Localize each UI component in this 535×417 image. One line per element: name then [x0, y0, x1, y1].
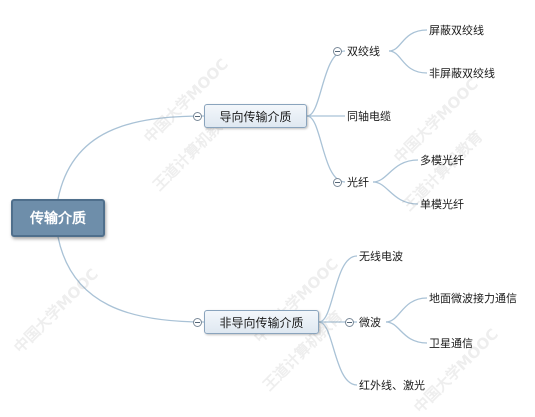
link-twisted-shielded [388, 29, 428, 52]
node-satellite-communication[interactable]: 卫星通信 [429, 336, 473, 350]
node-twisted-pair[interactable]: 双绞线 [347, 44, 380, 58]
unshielded-label: 非屏蔽双绞线 [429, 67, 495, 80]
link-microwave-terrestrial [385, 297, 428, 323]
node-terrestrial-microwave[interactable]: 地面微波接力通信 [429, 291, 517, 305]
twisted-pair-label: 双绞线 [347, 45, 380, 58]
link-guided-fiber [306, 115, 346, 183]
link-unguided-radio [318, 255, 358, 323]
link-root-guided [57, 115, 205, 200]
link-unguided-infrared [318, 321, 358, 386]
fiber-label: 光纤 [347, 176, 369, 189]
singlemode-label: 单模光纤 [420, 198, 464, 211]
radio-label: 无线电波 [359, 250, 403, 263]
node-singlemode-fiber[interactable]: 单模光纤 [420, 197, 464, 211]
root-node[interactable]: 传输介质 [11, 199, 105, 237]
node-shielded-twisted-pair[interactable]: 屏蔽双绞线 [429, 23, 484, 37]
collapse-icon-fiber[interactable] [333, 178, 342, 187]
node-unguided-media[interactable]: 非导向传输介质 [204, 310, 319, 334]
root-label: 传输介质 [30, 211, 86, 227]
satellite-label: 卫星通信 [429, 337, 473, 350]
collapse-icon-guided[interactable] [193, 112, 202, 121]
shielded-label: 屏蔽双绞线 [429, 24, 484, 37]
multimode-label: 多模光纤 [420, 154, 464, 167]
link-twisted-unshielded [388, 50, 428, 74]
link-fiber-single [372, 181, 419, 205]
link-fiber-multi [372, 159, 419, 183]
node-radio-wave[interactable]: 无线电波 [359, 249, 403, 263]
infrared-label: 红外线、激光 [359, 379, 425, 392]
collapse-icon-unguided[interactable] [193, 318, 202, 327]
node-infrared-laser[interactable]: 红外线、激光 [359, 378, 425, 392]
node-guided-media[interactable]: 导向传输介质 [204, 104, 307, 128]
unguided-label: 非导向传输介质 [219, 315, 304, 330]
terrestrial-microwave-label: 地面微波接力通信 [429, 292, 517, 305]
link-microwave-satellite [385, 321, 428, 344]
guided-label: 导向传输介质 [219, 109, 292, 124]
collapse-icon-twisted-pair[interactable] [333, 47, 342, 56]
node-microwave[interactable]: 微波 [359, 315, 381, 329]
link-root-unguided [57, 236, 205, 323]
coax-label: 同轴电缆 [347, 110, 391, 123]
node-multimode-fiber[interactable]: 多模光纤 [420, 153, 464, 167]
microwave-label: 微波 [359, 316, 381, 329]
collapse-icon-microwave[interactable] [345, 318, 354, 327]
node-optical-fiber[interactable]: 光纤 [347, 175, 369, 189]
link-guided-twisted [306, 50, 346, 117]
node-unshielded-twisted-pair[interactable]: 非屏蔽双绞线 [429, 66, 495, 80]
node-coaxial-cable[interactable]: 同轴电缆 [347, 109, 391, 123]
